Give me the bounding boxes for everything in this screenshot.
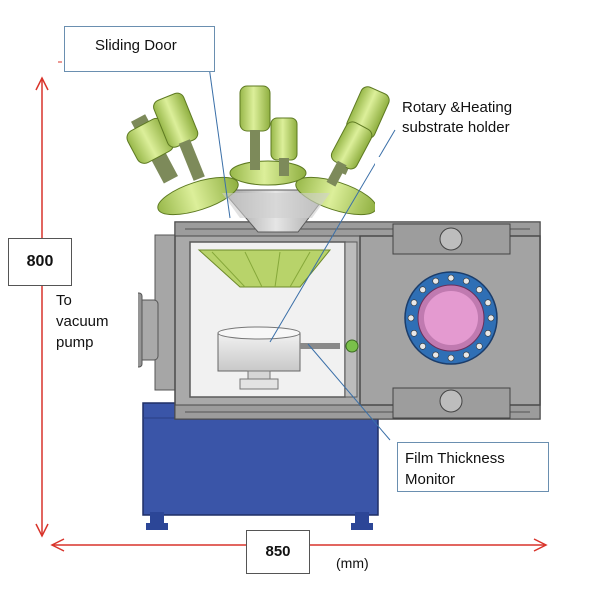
film-thickness-label-line1: Film Thickness [405, 450, 505, 467]
source-guns [126, 85, 390, 187]
flange-bolt [475, 342, 483, 350]
source-dome [157, 160, 377, 233]
flange-bolt [484, 299, 492, 306]
flange-bolt [447, 274, 455, 282]
flange-bolt [410, 299, 418, 306]
blank-callout [375, 157, 553, 215]
height-dimension-value: 800 [26, 253, 54, 270]
flange-bolt [487, 314, 495, 322]
flange-bolt [419, 286, 427, 294]
rotary-heating-label-line1: Rotary &Heating [402, 99, 513, 116]
flange-bolt [410, 330, 418, 337]
flange-bolt [432, 351, 439, 359]
flange-bolt [463, 277, 470, 285]
unit-label: (mm) [336, 553, 396, 573]
interior-divider [344, 241, 358, 398]
vacuum-pump-label-line2: vacuum [56, 313, 109, 330]
vacuum-pump-callout: To vacuum pump [52, 290, 138, 372]
width-dimension-value: 850 [265, 543, 291, 560]
foot-left [150, 512, 164, 524]
foot-right [355, 512, 369, 524]
rotary-heating-callout: Rotary &Heating substrate holder [397, 96, 539, 144]
film-thickness-label-line2: Monitor [405, 471, 456, 488]
unit-label-text: (mm) [336, 555, 369, 571]
flange-bolt [475, 286, 483, 294]
width-dimension-box: 850 [246, 530, 310, 574]
film-thickness-callout: Film Thickness Monitor [397, 442, 549, 492]
base-cabinet [142, 402, 379, 516]
foot-left-pad [146, 523, 168, 530]
sliding-door-callout: Sliding Door [64, 26, 215, 72]
flange-bolt [484, 330, 492, 337]
flange-bolt [463, 351, 470, 359]
vacuum-pump-label-line3: pump [56, 334, 94, 351]
rotary-heating-label-line2: substrate holder [402, 119, 510, 136]
foot-right-pad [351, 523, 373, 530]
substrate-holder-stage [217, 326, 359, 390]
roller-wheel-bottom [439, 389, 463, 413]
flange-bolt [432, 277, 439, 285]
source-cone [197, 249, 332, 288]
roller-wheel-top [439, 227, 463, 251]
height-dimension-box: 800 [8, 238, 72, 286]
flange-bolt [447, 354, 455, 362]
viewport [404, 271, 498, 365]
sliding-door-label: Sliding Door [95, 37, 177, 54]
flange-bolt [407, 314, 415, 322]
flange-bolt [419, 342, 427, 350]
vacuum-pump-label-line1: To [56, 292, 72, 309]
